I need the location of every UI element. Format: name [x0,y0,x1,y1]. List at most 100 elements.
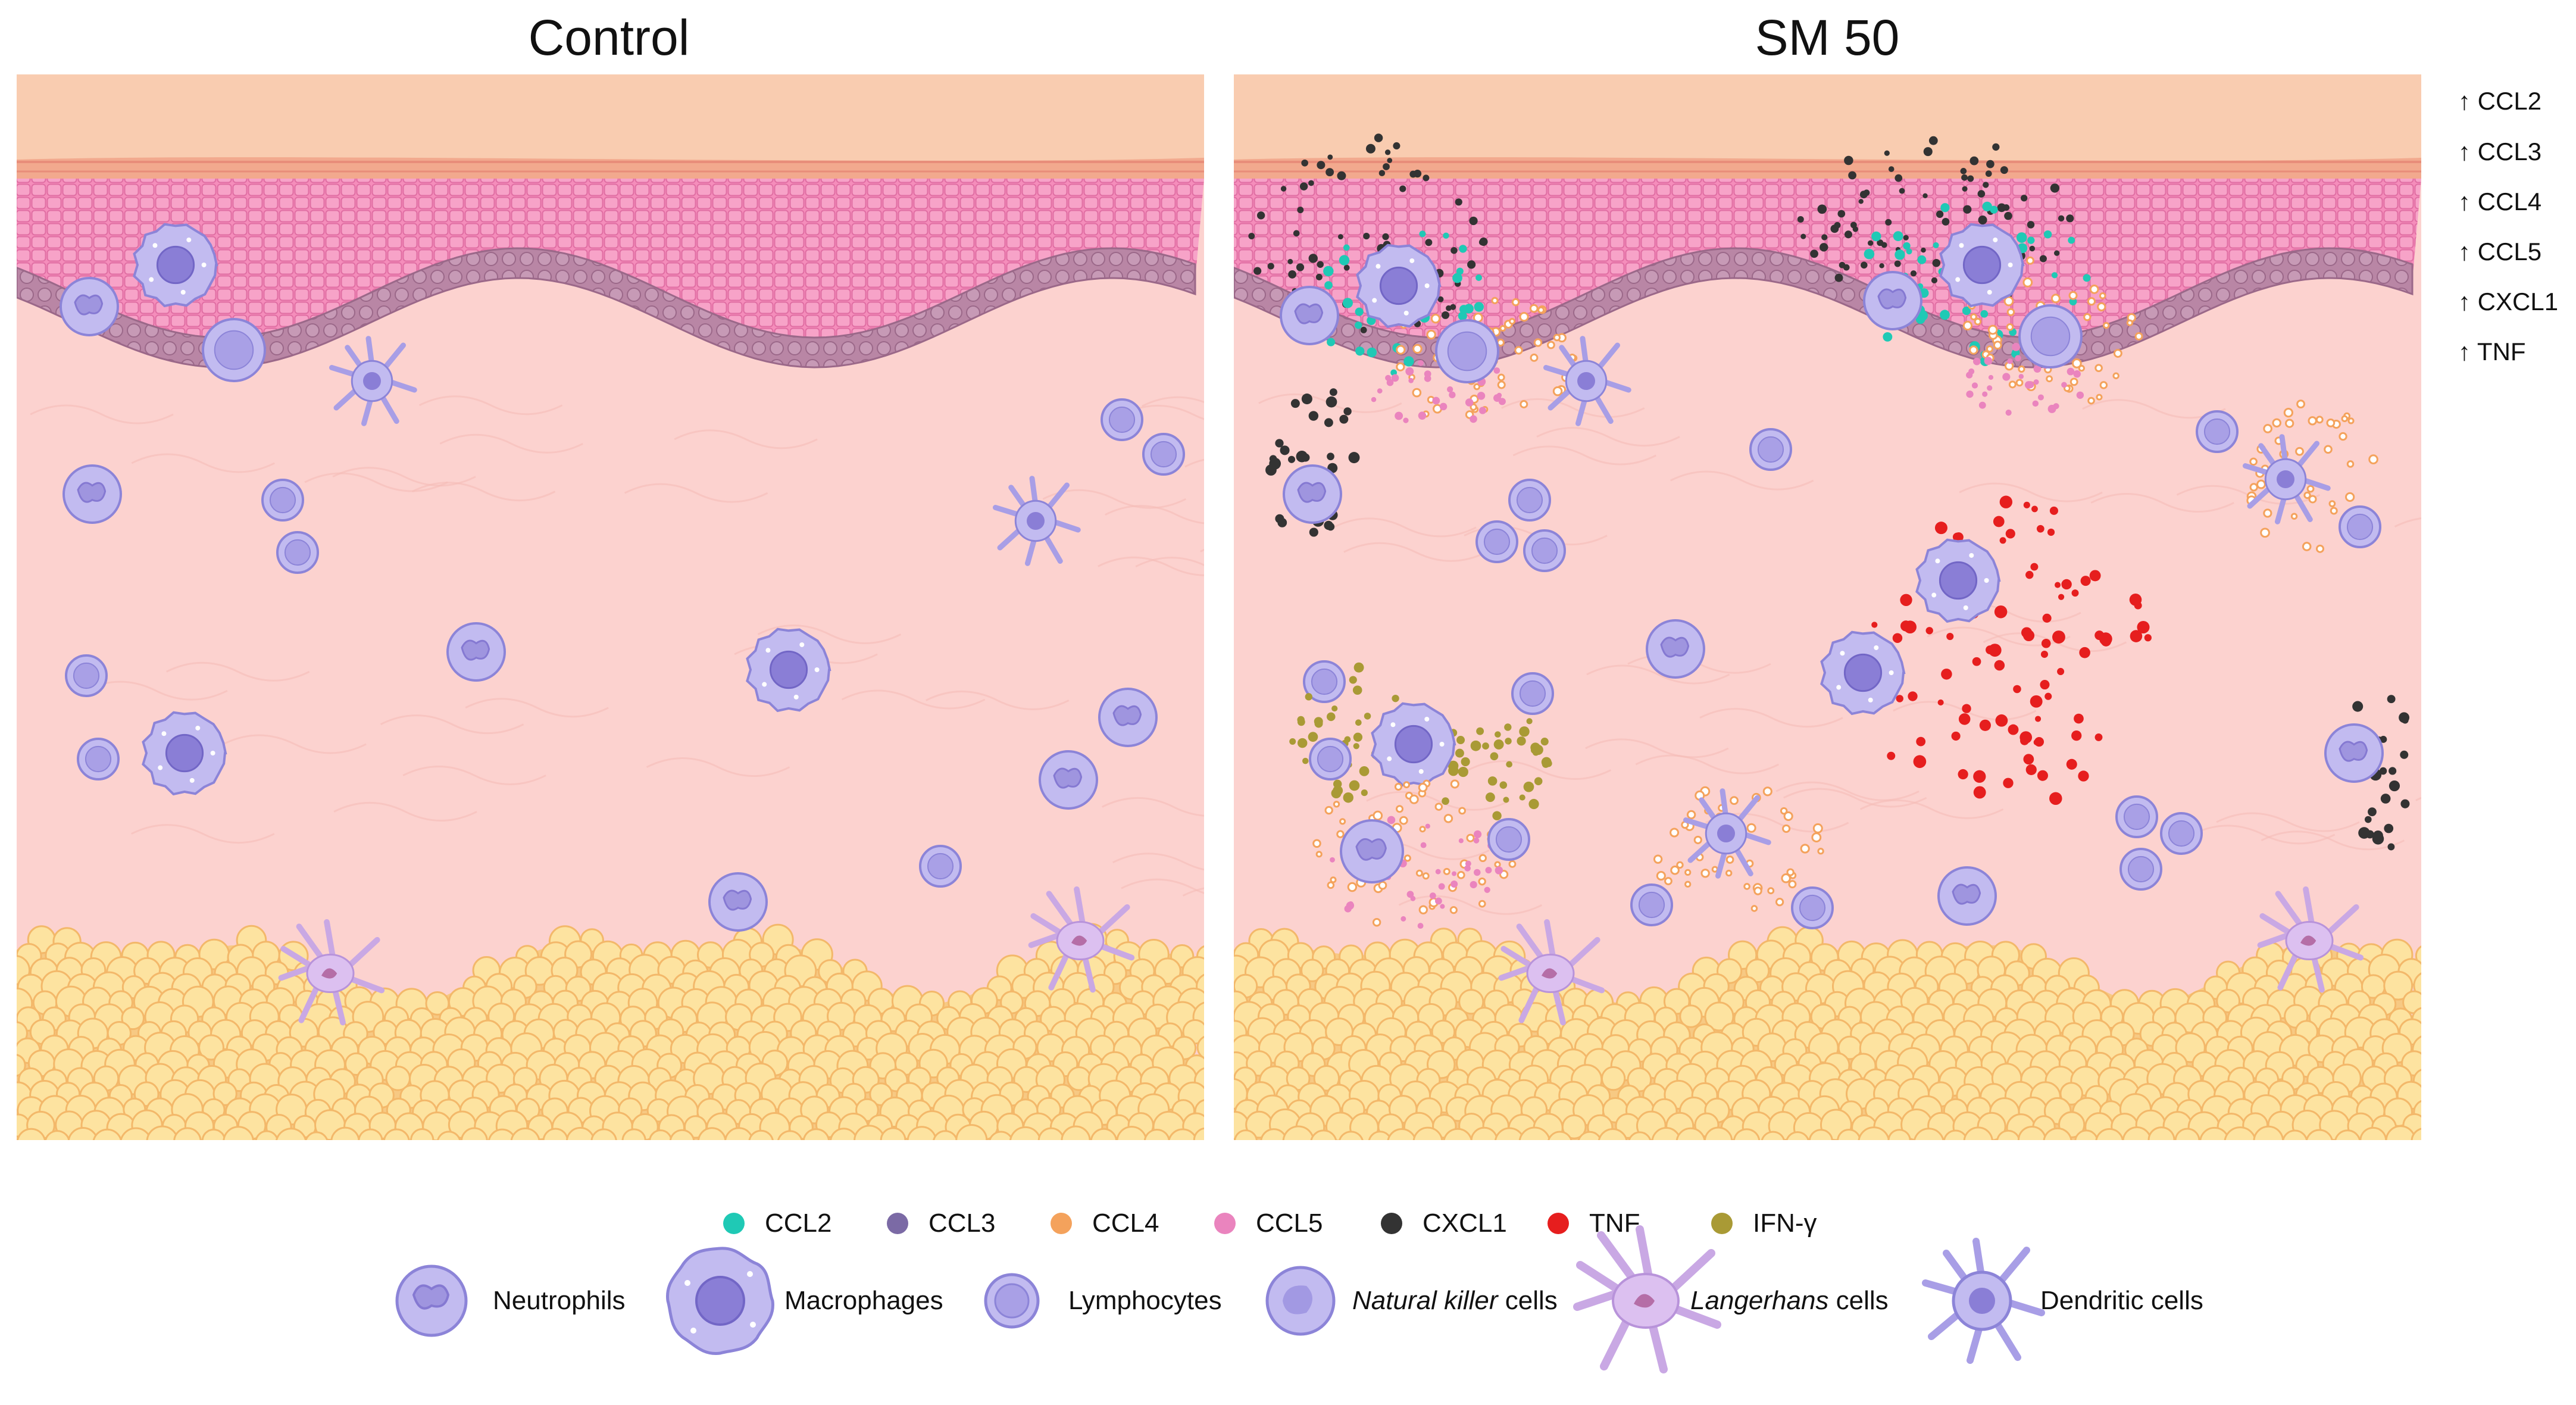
lymphocyte [1511,672,1554,715]
ccl5-cluster [1966,342,2084,416]
stratum-corneum [17,74,1204,170]
lymphocyte [1142,433,1185,476]
cell-legend-icons [395,1225,2045,1373]
neutrophil [1039,750,1098,810]
ccl5-dot-icon [1214,1213,1236,1234]
lymphocyte [1435,319,1499,383]
dendritic-cell [1543,336,1631,426]
legend-ifn-gamma: IFN-γ [1711,1206,1817,1241]
lymphocyte [77,738,120,780]
langerhans-cell [1028,886,1135,993]
legend-label-natural-killer-cells: Natural killer cells [1352,1286,1558,1315]
upregulated-item: ↑ TNF [2458,338,2526,366]
lymphocyte [2160,812,2203,855]
lymphocyte [2119,848,2162,891]
upregulated-item: ↑ CCL2 [2458,87,2542,115]
panel-sm50 [1234,74,2421,1140]
lymphocyte [1749,428,1792,471]
upregulated-item: ↑ CCL4 [2458,188,2542,216]
legend-tnf: TNF [1548,1206,1640,1241]
neutrophil [1863,271,1922,330]
natural-killer-cell-icon [1265,1266,1336,1336]
legend-label-langerhans-cells: Langerhans cells [1690,1286,1889,1315]
legend-label-lymphocytes: Lymphocytes [1068,1286,1222,1315]
lymphocyte [2018,304,2083,369]
legend-ccl3: CCL3 [887,1206,996,1241]
macrophage [746,627,831,713]
macrophage [1356,243,1442,329]
neutrophil [2324,723,2384,783]
panel-control [17,74,1204,1140]
neutrophil [708,872,768,932]
cxcl1-dot-icon [1381,1213,1402,1234]
legend-label-dendritic-cells: Dendritic cells [2040,1286,2203,1315]
lymphocyte [1523,529,1566,572]
macrophage [1371,702,1456,787]
tnf-dot-icon [1548,1213,1569,1234]
ccl3-dot-icon [887,1213,908,1234]
langerhans-cell [2257,886,2364,993]
epidermis [17,179,1204,354]
upregulated-item: ↑ CXCL1 [2458,288,2559,316]
langerhans-cell-icon [1573,1225,1721,1373]
upregulated-item: ↑ CCL5 [2458,238,2542,266]
lymphocyte [1508,479,1551,522]
legend-ccl4: CCL4 [1051,1206,1159,1241]
basal-layer [17,247,1196,369]
upregulated-item: ↑ CCL3 [2458,138,2542,166]
tissue-diagram [17,74,2421,1140]
neutrophil [1646,619,1705,679]
legend-label-macrophages: Macrophages [784,1286,943,1315]
panel-title-sm50: SM 50 [1755,10,1900,65]
macrophage [1939,223,2025,308]
macrophage [142,711,227,796]
legend-label-neutrophils: Neutrophils [493,1286,626,1315]
lymphocyte [1303,660,1346,703]
lymphocyte [2339,505,2381,548]
ccl2-dot-icon [723,1213,745,1234]
neutrophil [60,277,119,336]
langerhans-cell [278,919,385,1026]
lymphocyte [2115,795,2158,838]
stratum-corneum [1234,74,2421,170]
neutrophil [446,622,506,682]
lymphocyte [1475,520,1518,563]
dendritic-cell [2243,434,2331,524]
lymphocyte [1487,818,1530,861]
lymphocyte [276,531,319,574]
lymphocyte [1101,398,1143,441]
neutrophil [62,464,122,524]
lymphocyte [1630,883,1673,926]
lymphocyte [65,654,108,697]
lymphocyte [1309,738,1352,780]
lymphocyte-icon [984,1273,1040,1329]
panel-title-control: Control [528,10,690,65]
ifn-gamma-dot-icon [1711,1213,1733,1234]
dendritic-cell-icon [1922,1238,2045,1364]
ccl4-cluster [1653,786,1824,912]
legend-ccl5: CCL5 [1214,1206,1323,1241]
macrophage [1820,630,1906,716]
neutrophil [1280,286,1339,345]
legend-ccl2: CCL2 [723,1206,832,1241]
dendritic-cell [993,476,1081,566]
neutrophil-icon [395,1264,468,1337]
basal-layer [1234,247,2414,369]
lymphocyte [261,479,304,522]
subcutaneous-fat [17,923,1204,1140]
lymphocyte [2196,410,2239,453]
dendritic-cell [1683,788,1771,879]
lymphocyte [919,845,962,888]
subcutaneous-fat [1234,924,2421,1140]
neutrophil [1098,688,1158,747]
neutrophil [1340,819,1404,883]
neutrophil [1937,866,1997,926]
legend-cxcl1: CXCL1 [1381,1206,1507,1241]
neutrophil [1283,464,1342,524]
macrophage [133,223,218,308]
lymphocyte [1791,886,1834,929]
ccl5-cluster [1371,344,1506,423]
langerhans-cell [1498,919,1605,1026]
ccl4-dot-icon [1051,1213,1072,1234]
dendritic-cell [329,336,417,426]
